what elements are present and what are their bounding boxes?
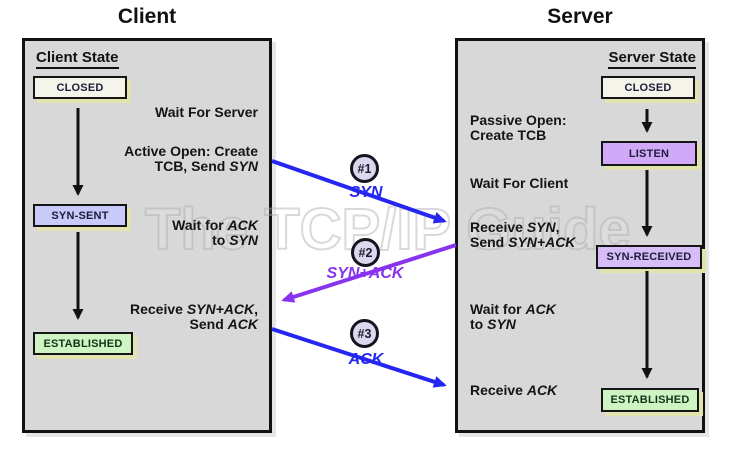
client-state-heading: Client State (36, 49, 119, 69)
syn-message-arrow (271, 159, 447, 224)
client-state-syn-sent: SYN-SENT (33, 204, 127, 227)
client-state-closed: CLOSED (33, 76, 127, 99)
server-state-listen: LISTEN (601, 141, 697, 166)
watermark: The TCP/IP Guide (144, 196, 632, 263)
server-state-heading: Server State (608, 49, 696, 69)
server-note-receive-ack: Receive ACK (470, 382, 558, 398)
syn-message-label: SYN (349, 184, 383, 201)
server-note-receive-syn: Receive SYN,Send SYN+ACK (470, 219, 576, 250)
message-3-circle: #3 (350, 319, 379, 348)
message-1-circle: #1 (350, 154, 379, 183)
server-state-closed: CLOSED (601, 76, 695, 99)
ack-message-label: ACK (348, 351, 384, 368)
server-state-established: ESTABLISHED (601, 388, 699, 412)
client-note-receive-synack: Receive SYN+ACK,Send ACK (129, 301, 258, 332)
client-state-established: ESTABLISHED (33, 332, 133, 355)
synack-message-arrow (281, 243, 457, 303)
client-note-wait-for-server: Wait For Server (155, 104, 258, 120)
synack-message-label: SYN+ACK (326, 265, 404, 282)
server-note-wait-for-client: Wait For Client (470, 175, 569, 191)
server-state-syn-received: SYN-RECEIVED (596, 245, 702, 269)
client-title: Client (117, 5, 177, 28)
message-2-circle: #2 (351, 238, 380, 267)
server-title: Server (547, 5, 613, 28)
server-note-passive-open: Passive Open:Create TCB (470, 112, 567, 143)
server-panel: Server State CLOSED Passive Open:Create … (455, 38, 705, 433)
ack-message-arrow (271, 327, 447, 388)
client-panel: Client State CLOSED Wait For Server Acti… (22, 38, 272, 433)
